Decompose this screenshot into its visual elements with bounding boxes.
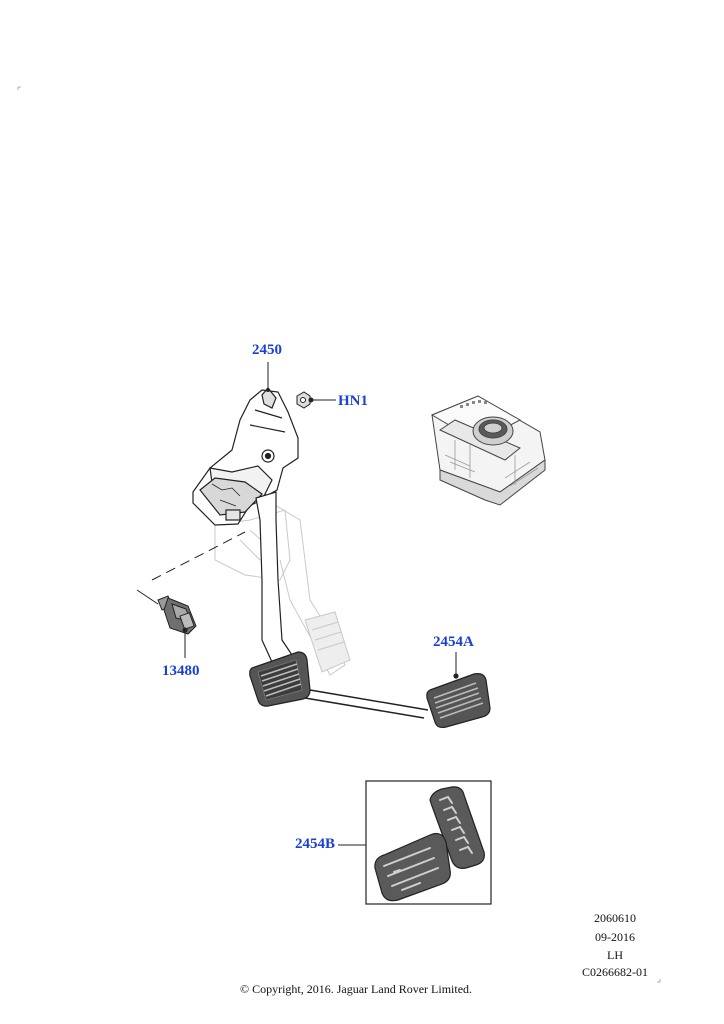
- callout-2454b[interactable]: 2454B: [295, 836, 336, 852]
- pad-leader: [304, 689, 429, 719]
- pedal-arm: [255, 491, 293, 663]
- nut-hn1: [296, 391, 336, 409]
- switch-13480: [136, 589, 197, 658]
- pedal-pad-2454a: [426, 652, 491, 729]
- gear-selector-module: [430, 395, 546, 506]
- copyright-notice: © Copyright, 2016. Jaguar Land Rover Lim…: [239, 982, 473, 996]
- callout-2450[interactable]: 2450: [252, 342, 282, 358]
- switch-leader: [151, 531, 246, 581]
- illustration-code: C0266682-01: [582, 965, 648, 979]
- illustration-date: 09-2016: [595, 930, 635, 944]
- pedal-pad-kit-2454b: [338, 780, 492, 905]
- background-pedal-ghost: [214, 504, 351, 676]
- illustration-ref: 2060610: [594, 911, 636, 925]
- illustration-side: LH: [607, 948, 623, 962]
- assembly-pedal-pad: [249, 651, 311, 707]
- callout-hn1[interactable]: HN1: [338, 393, 368, 409]
- pedal-box-2450: [192, 387, 299, 526]
- callout-2454a[interactable]: 2454A: [433, 634, 474, 650]
- callout-13480[interactable]: 13480: [162, 663, 200, 679]
